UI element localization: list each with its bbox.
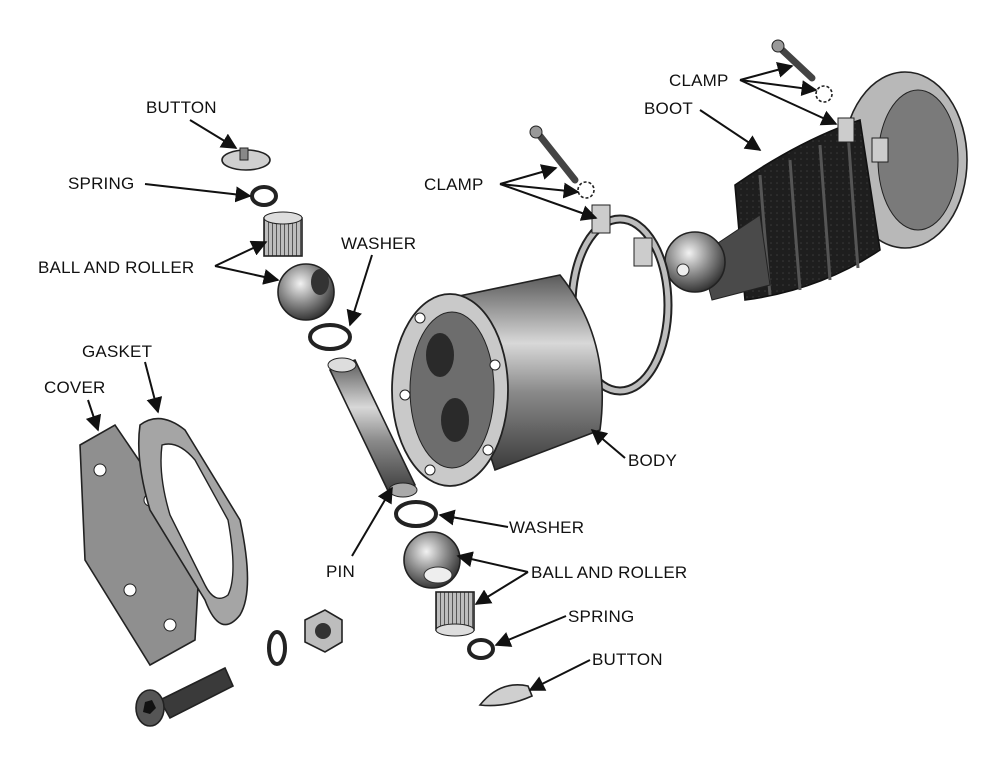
leader-pin — [351, 486, 393, 557]
label-pin: PIN — [326, 562, 355, 581]
leader-ball-roller-bottom-b — [474, 571, 529, 605]
lock-washer-part — [267, 630, 287, 666]
leader-button-top — [189, 119, 238, 149]
clamp-screw-mid-part — [529, 125, 595, 199]
label-washer-top: WASHER — [341, 234, 417, 253]
clamp-screw-top-part — [771, 39, 833, 103]
leader-boot — [699, 109, 762, 151]
leader-ball-roller-bottom-a — [456, 551, 529, 573]
label-clamp-top: CLAMP — [669, 71, 729, 90]
pin-part — [327, 357, 418, 498]
leader-ball-roller-top-a — [214, 240, 268, 267]
leader-washer-top — [346, 254, 373, 327]
spring-top-part — [250, 185, 278, 207]
label-spring-top: SPRING — [68, 174, 135, 193]
roller-top-part — [263, 211, 303, 257]
roller-bottom-part — [435, 591, 475, 637]
label-ball-roller-bottom: BALL AND ROLLER — [531, 563, 688, 582]
leader-cover — [85, 399, 102, 432]
label-boot: BOOT — [644, 99, 693, 118]
boot-part — [734, 71, 968, 301]
button-bottom-part — [478, 684, 534, 707]
nut-part — [304, 609, 343, 653]
leader-clamp-mid-a — [499, 164, 558, 185]
leader-lines — [85, 62, 838, 691]
ball-bottom-part — [403, 531, 461, 589]
cap-screw-part — [135, 666, 235, 727]
leader-gasket — [144, 361, 163, 414]
gasket-part — [137, 417, 249, 626]
ball-top-part — [277, 263, 335, 321]
leader-clamp-top-c — [739, 79, 838, 126]
button-top-part — [221, 147, 271, 171]
leader-washer-bottom — [438, 509, 509, 528]
label-cover: COVER — [44, 378, 106, 397]
label-washer-bottom: WASHER — [509, 518, 585, 537]
leader-clamp-mid-c — [499, 183, 598, 221]
label-body: BODY — [628, 451, 677, 470]
spring-bottom-part — [467, 638, 495, 660]
ball-stud-part — [664, 214, 771, 301]
label-gasket: GASKET — [82, 342, 153, 361]
leader-body — [590, 428, 626, 459]
washer-top-part — [308, 323, 352, 351]
label-spring-bottom: SPRING — [568, 607, 635, 626]
leader-spring-top — [144, 183, 252, 203]
leader-button-bottom — [528, 659, 591, 691]
leader-ball-roller-top-b — [214, 265, 280, 285]
label-clamp-mid: CLAMP — [424, 175, 484, 194]
label-button-bottom: BUTTON — [592, 650, 663, 669]
washer-bottom-part — [394, 500, 438, 528]
body-part — [391, 274, 604, 487]
leader-spring-bottom — [494, 615, 567, 647]
leader-clamp-top-a — [739, 62, 794, 81]
label-ball-roller-top: BALL AND ROLLER — [38, 258, 195, 277]
leader-clamp-top-b — [739, 79, 818, 97]
leader-clamp-mid-b — [499, 182, 580, 199]
label-button-top: BUTTON — [146, 98, 217, 117]
